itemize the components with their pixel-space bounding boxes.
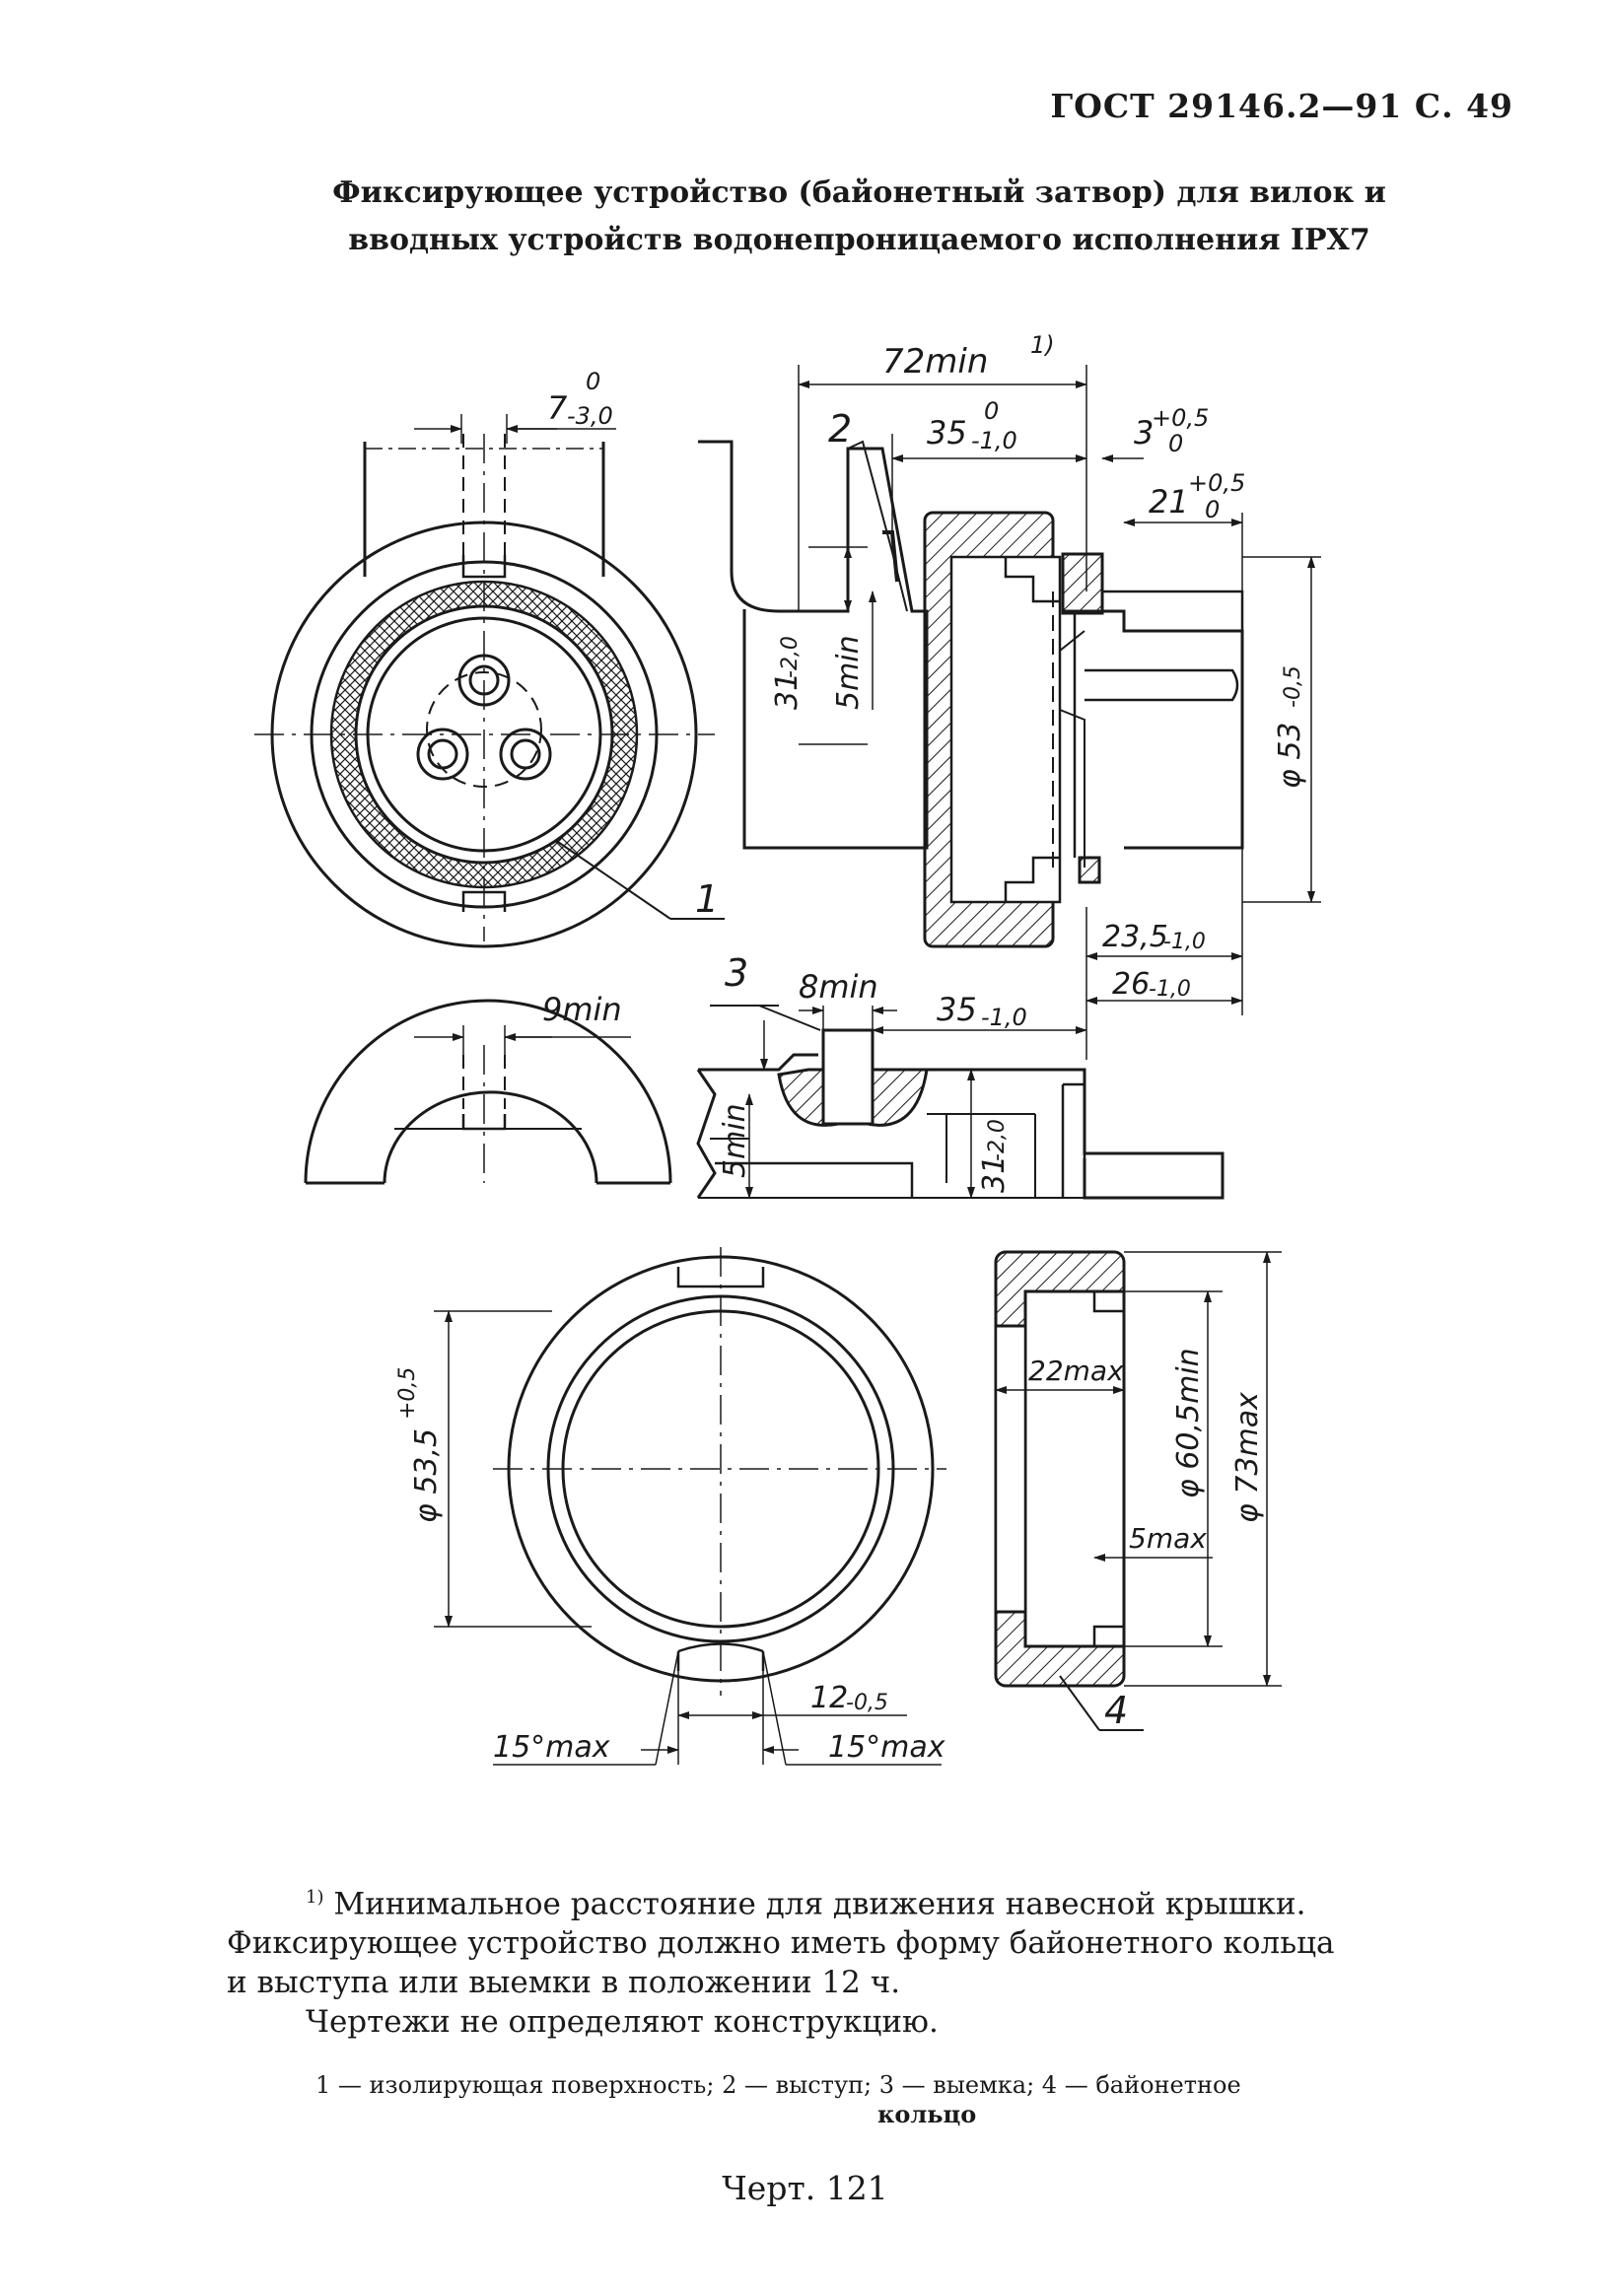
dim-35-top-label: 35 xyxy=(927,414,967,452)
legend-line-1: 1 — изолирующая поверхность; 2 — выступ;… xyxy=(315,2071,1241,2099)
footnote-mark: 1) xyxy=(306,1887,324,1908)
dim-3-tol: +0,5 xyxy=(1152,404,1209,432)
drawing-remark: Чертежи не определяют конструкцию. xyxy=(306,2004,939,2041)
dim-35-mid-tol: -1,0 xyxy=(981,1004,1027,1031)
part-label-2: 2 xyxy=(828,407,852,451)
title-line-1: Фиксирующее устройство (байонетный затво… xyxy=(332,175,1386,210)
dim-31-mid-tol: -2,0 xyxy=(985,1119,1010,1161)
dim-21-tol: +0,5 xyxy=(1188,469,1245,497)
dim-35-top-zero: 0 xyxy=(984,397,999,425)
dim-31-top-label: 31 xyxy=(770,672,805,710)
page-header: ГОСТ 29146.2—91 С. 49 xyxy=(1050,87,1513,125)
dim-23-tol: -1,0 xyxy=(1163,930,1206,954)
dim-phi73-label: φ 73max xyxy=(1230,1392,1265,1523)
part-label-4: 4 xyxy=(1104,1689,1128,1732)
dim-31-mid-label: 31 xyxy=(977,1155,1012,1193)
dim-phi53-5-label: φ 53,5 xyxy=(409,1428,444,1523)
dim-35-top-tol: -1,0 xyxy=(971,427,1017,454)
dim-3-zero: 0 xyxy=(1168,430,1183,457)
section-with-recess xyxy=(696,1005,1225,1200)
footnote-block: 1) Минимальное расстояние для движения н… xyxy=(227,1878,1439,2042)
legend-line-2: кольцо xyxy=(877,2100,977,2128)
footnote-ref-drawing: 1) xyxy=(1030,331,1055,359)
dim-31-top-tol: -2,0 xyxy=(778,636,803,678)
dim-21-zero: 0 xyxy=(1205,496,1220,523)
dim-phi53-5-tol: +0,5 xyxy=(395,1367,420,1420)
footnote-text-1: Минимальное расстояние для движения наве… xyxy=(333,1886,1306,1922)
title-line-2: вводных устройств водонепроницаемого исп… xyxy=(348,223,1370,257)
figure-title: Фиксирующее устройство (байонетный затво… xyxy=(0,170,1610,264)
bayonet-ring-section xyxy=(994,1250,1282,1731)
dimension-lines-top xyxy=(798,365,1321,1060)
part-label-1: 1 xyxy=(695,877,719,921)
dimension-labels: 72min 1) 7 -3,0 0 35 -1,0 0 3 +0,5 0 21 … xyxy=(395,331,1307,1765)
dim-21-label: 21 xyxy=(1149,483,1189,521)
dim-phi53-tol: -0,5 xyxy=(1281,665,1305,708)
side-view-plug xyxy=(698,440,1244,948)
footnote-line-1: 1) Минимальное расстояние для движения н… xyxy=(227,1878,1439,1923)
dim-15-left-label: 15°max xyxy=(493,1730,610,1765)
dim-72-label: 72min xyxy=(882,342,988,382)
dim-phi60-label: φ 60,5min xyxy=(1171,1348,1206,1498)
dim-9min-label: 9min xyxy=(542,991,622,1028)
dim-7-zero: 0 xyxy=(586,368,600,395)
part-legend: 1 — изолирующая поверхность; 2 — выступ;… xyxy=(0,2070,1610,2129)
bayonet-ring-front xyxy=(434,1247,946,1766)
dim-3-label: 3 xyxy=(1134,414,1154,452)
dim-35-mid-label: 35 xyxy=(937,991,977,1028)
part-label-3: 3 xyxy=(725,951,748,995)
footnote-line-2: Фиксирующее устройство должно иметь форм… xyxy=(227,1925,1335,1962)
dim-12-tol: -0,5 xyxy=(846,1691,888,1715)
footnote-line-3: и выступа или выемки в положении 12 ч. xyxy=(227,1965,901,2001)
dim-phi53-label: φ 53 xyxy=(1273,723,1307,790)
dim-23-label: 23,5 xyxy=(1102,920,1168,954)
dim-5min-mid-label: 5min xyxy=(718,1103,752,1178)
notch-view xyxy=(304,999,672,1185)
dim-7-tol: -3,0 xyxy=(567,402,613,430)
figure-label: Черт. 121 xyxy=(722,2169,888,2207)
front-view-socket xyxy=(254,414,725,948)
dim-22max-label: 22max xyxy=(1028,1355,1124,1387)
dim-8min-label: 8min xyxy=(799,968,878,1006)
dim-5min-top-label: 5min xyxy=(831,635,866,710)
dim-7-label: 7 xyxy=(547,389,568,427)
dim-26-tol: -1,0 xyxy=(1149,977,1191,1002)
dim-12-label: 12 xyxy=(810,1681,848,1715)
dim-15-right-label: 15°max xyxy=(828,1730,945,1765)
dim-5max-label: 5max xyxy=(1129,1522,1207,1555)
dim-26-label: 26 xyxy=(1112,967,1150,1002)
